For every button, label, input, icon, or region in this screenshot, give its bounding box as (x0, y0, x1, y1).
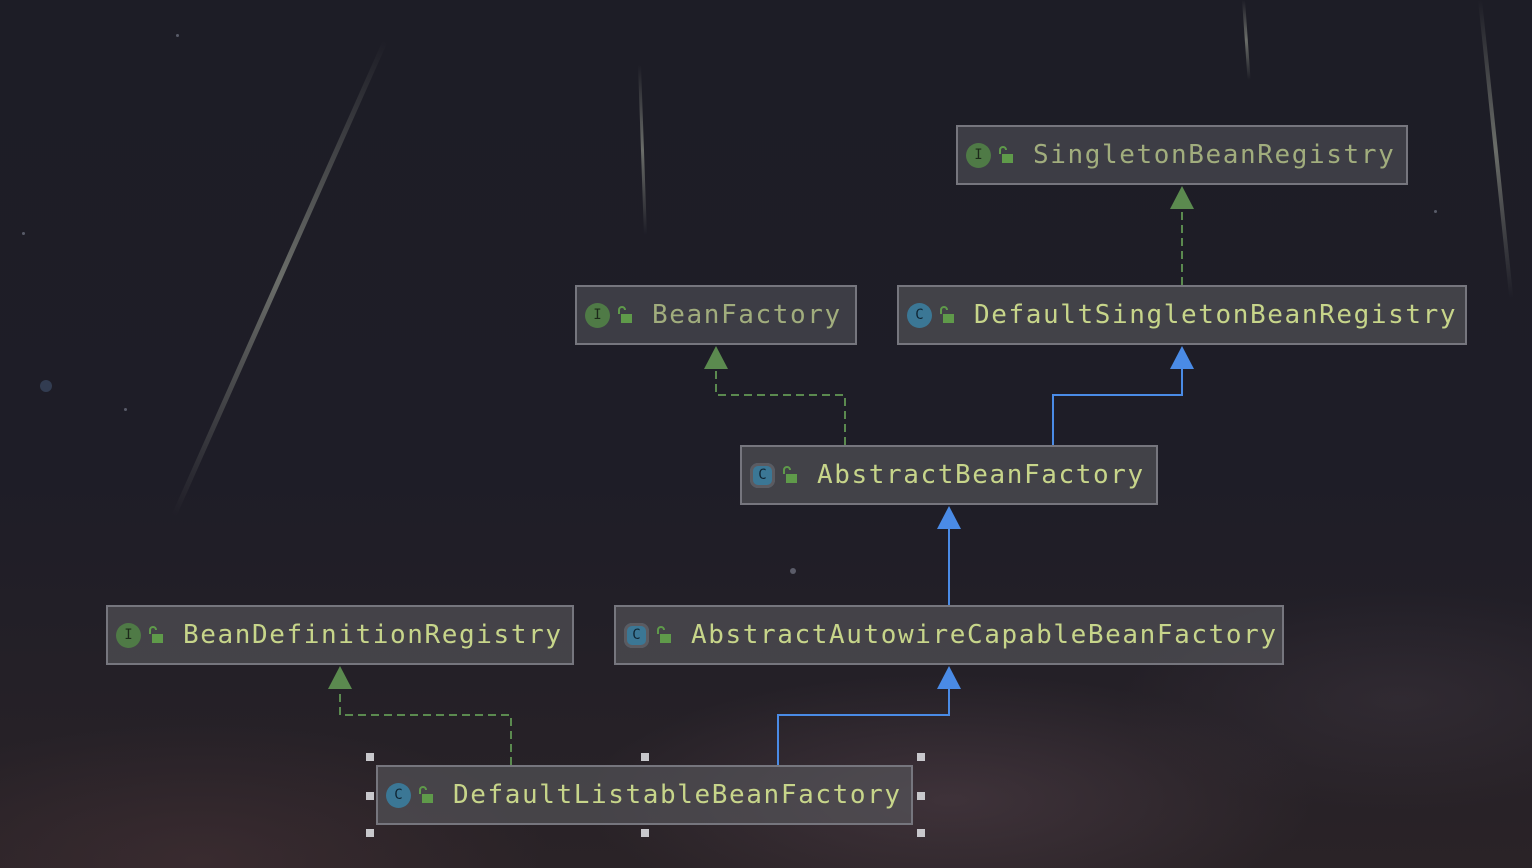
background-star (124, 408, 127, 411)
class-node-bean-definition-registry[interactable]: I BeanDefinitionRegistry (106, 605, 574, 665)
class-name-label: BeanFactory (652, 300, 842, 330)
class-name-label: BeanDefinitionRegistry (183, 620, 563, 650)
class-name-label: AbstractAutowireCapableBeanFactory (691, 620, 1278, 650)
class-node-abstract-autowire-capable-bean-factory[interactable]: C AbstractAutowireCapableBeanFactory (614, 605, 1284, 665)
selection-handle-top-left[interactable] (366, 753, 374, 761)
class-name-label: DefaultListableBeanFactory (453, 780, 902, 810)
interface-icon: I (585, 302, 610, 328)
selection-handle-bottom-left[interactable] (366, 829, 374, 837)
public-lock-icon (783, 466, 797, 483)
edge-implements-bean-factory (704, 346, 846, 445)
edge-extends-abstract-bean-factory (937, 506, 961, 605)
selection-handle-bottom-right[interactable] (917, 829, 925, 837)
selection-handle-top-right[interactable] (917, 753, 925, 761)
class-node-default-listable-bean-factory[interactable]: C DefaultListableBeanFactory (376, 765, 913, 825)
class-node-bean-factory[interactable]: I BeanFactory (575, 285, 857, 345)
background-star (40, 380, 52, 392)
interface-icon: I (116, 622, 141, 648)
selection-handle-left[interactable] (366, 792, 374, 800)
public-lock-icon (657, 626, 671, 643)
public-lock-icon (618, 306, 632, 323)
class-icon: C (907, 302, 932, 328)
background-star (790, 568, 796, 574)
background-star (22, 232, 25, 235)
class-node-singleton-bean-registry[interactable]: I SingletonBeanRegistry (956, 125, 1408, 185)
edge-extends-default-singleton-bean-registry (1052, 346, 1194, 445)
public-lock-icon (940, 306, 954, 323)
abstract-class-icon: C (624, 622, 649, 648)
edge-implements-bean-definition-registry (328, 666, 512, 765)
class-node-abstract-bean-factory[interactable]: C AbstractBeanFactory (740, 445, 1158, 505)
selection-handle-right[interactable] (917, 792, 925, 800)
selection-handle-top[interactable] (641, 753, 649, 761)
class-name-label: SingletonBeanRegistry (1033, 140, 1396, 170)
edge-implements-singleton-bean-registry (1170, 186, 1194, 285)
interface-icon: I (966, 142, 991, 168)
public-lock-icon (419, 786, 433, 803)
background-star (176, 34, 179, 37)
abstract-class-icon: C (750, 462, 775, 488)
public-lock-icon (999, 146, 1013, 163)
class-name-label: AbstractBeanFactory (817, 460, 1145, 490)
class-icon: C (386, 782, 411, 808)
edge-extends-abstract-autowire-capable-bean-factory (777, 666, 961, 765)
public-lock-icon (149, 626, 163, 643)
selection-handle-bottom[interactable] (641, 829, 649, 837)
class-name-label: DefaultSingletonBeanRegistry (974, 300, 1458, 330)
background-star (1434, 210, 1437, 213)
class-node-default-singleton-bean-registry[interactable]: C DefaultSingletonBeanRegistry (897, 285, 1467, 345)
